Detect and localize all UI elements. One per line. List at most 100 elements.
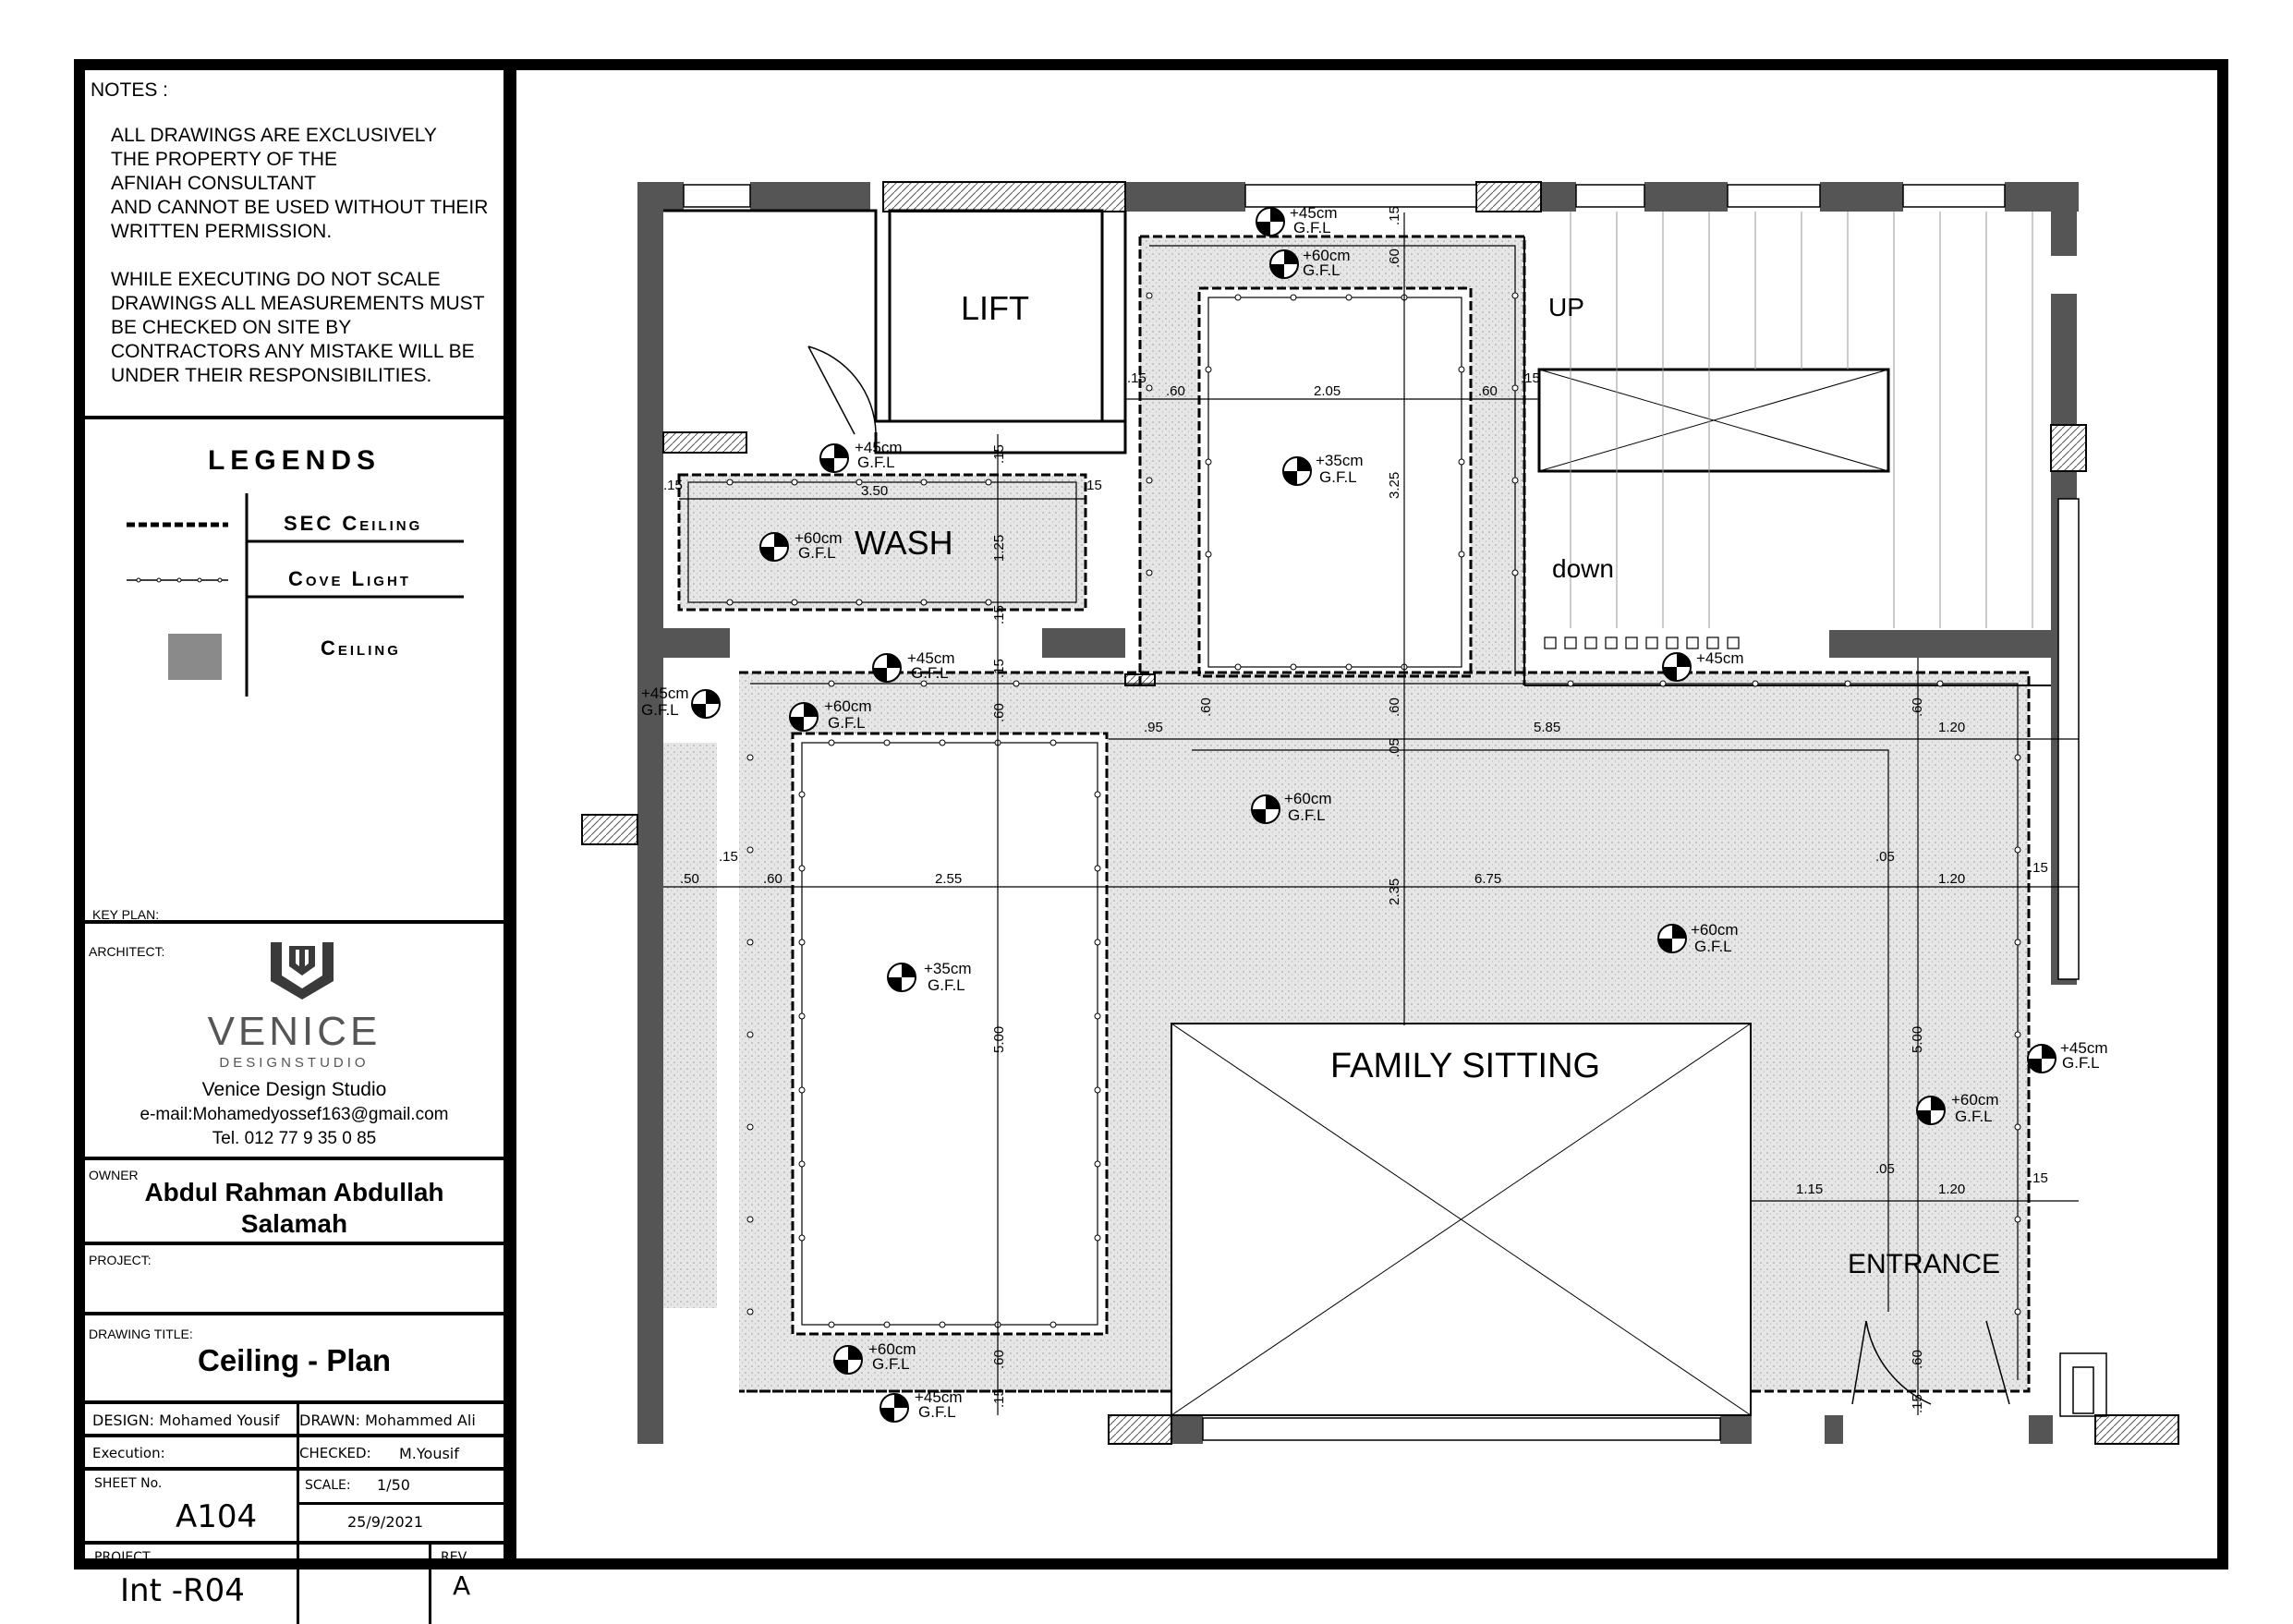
level-gfl: G.F.L xyxy=(828,714,866,732)
dim-5-85: 5.85 xyxy=(1534,720,1560,735)
architect-label: ARCHITECT: xyxy=(89,944,165,959)
logo-text: VENICE xyxy=(207,1009,382,1054)
owner-section: OWNER Abdul Rahman Abdullah Salamah xyxy=(85,1160,503,1245)
scale-label: SCALE: xyxy=(305,1478,351,1493)
stair-down: down xyxy=(1552,554,1614,583)
hatched-walls xyxy=(581,181,2179,1445)
dim-50: .50 xyxy=(680,871,699,887)
architect-name: Venice Design Studio xyxy=(201,1079,387,1100)
dim-15: .15 xyxy=(663,478,683,493)
legends-title: LEGENDS xyxy=(207,445,382,476)
dim-2-55: 2.55 xyxy=(935,871,962,887)
dim-1-20: 1.20 xyxy=(1938,1182,1965,1197)
dim-60: .60 xyxy=(1198,697,1214,717)
notes-title: NOTES : xyxy=(91,79,169,101)
dim-60: .60 xyxy=(1387,248,1402,268)
dim-3-25: 3.25 xyxy=(1387,472,1402,499)
project-code-row: PROJECT Int -R04 REV. A xyxy=(85,1545,503,1624)
level-gfl: G.F.L xyxy=(872,1355,910,1373)
stair-treads xyxy=(1570,212,2033,628)
level-45cm: +45cm xyxy=(641,685,689,702)
level-45cm: +45cm xyxy=(907,649,955,667)
level-markers xyxy=(691,207,2056,1423)
level-gfl: G.F.L xyxy=(1955,1108,1993,1125)
level-35cm: +35cm xyxy=(924,960,972,977)
design-info: DESIGN: Mohamed Yousif xyxy=(92,1412,280,1429)
level-60cm: +60cm xyxy=(824,697,872,715)
room-entrance: ENTRANCE xyxy=(1848,1249,2000,1279)
level-45cm: +45cm xyxy=(855,439,903,456)
level-60cm: +60cm xyxy=(1691,921,1739,939)
drawn-info: DRAWN: Mohammed Ali xyxy=(299,1412,476,1429)
dim-5-00: 5.00 xyxy=(1910,1026,1925,1053)
dim-05: .05 xyxy=(1875,1161,1895,1177)
architect-email: e-mail:Mohamedyossef163@gmail.com xyxy=(140,1105,449,1124)
level-gfl: G.F.L xyxy=(911,664,949,682)
dim-60: .60 xyxy=(1166,383,1185,399)
architect-section: ARCHITECT: VENICE DESIGNSTUDIO Venice De… xyxy=(85,924,503,1160)
level-35cm: +35cm xyxy=(1316,452,1364,469)
rev-value: A xyxy=(453,1570,471,1601)
inner-walls xyxy=(663,209,2051,1416)
legend-ceiling: Ceiling xyxy=(321,636,401,660)
dim-15: .15 xyxy=(2029,1170,2048,1186)
level-gfl: G.F.L xyxy=(1694,938,1732,955)
dim-60: .60 xyxy=(1910,1350,1925,1369)
drawing-title-section: DRAWING TITLE: Ceiling - Plan xyxy=(85,1315,503,1404)
dim-15: .15 xyxy=(1127,370,1146,386)
dim-60: .60 xyxy=(763,871,783,887)
cove-light-lines xyxy=(687,245,2019,1380)
level-gfl: G.F.L xyxy=(918,1403,956,1421)
dim-15: .15 xyxy=(991,605,1007,624)
level-texts: +45cm G.F.L +60cm G.F.L +45cm G.F.L +60c… xyxy=(641,204,2108,1421)
dim-60: .60 xyxy=(991,703,1007,722)
dim-15: .15 xyxy=(1387,206,1402,225)
legend-sec-ceiling: SEC Ceiling xyxy=(284,512,423,535)
dim-2-35: 2.35 xyxy=(1387,879,1402,905)
level-gfl: G.F.L xyxy=(1293,219,1331,236)
dim-1-20: 1.20 xyxy=(1938,871,1965,887)
dim-15: .15 xyxy=(719,849,738,865)
dim-60: .60 xyxy=(991,1350,1007,1369)
dim-1-25: 1.25 xyxy=(991,535,1007,562)
architect-tel: Tel. 012 77 9 35 0 85 xyxy=(212,1129,377,1148)
dim-95: .95 xyxy=(1144,720,1163,735)
legend-symbols xyxy=(127,493,464,697)
dim-60: .60 xyxy=(1387,697,1402,717)
level-gfl: G.F.L xyxy=(857,454,895,471)
rev-label: REV. xyxy=(441,1550,469,1565)
dim-15: .15 xyxy=(1521,370,1540,386)
windows xyxy=(683,184,2080,1441)
sec-ceiling-lines xyxy=(677,235,2031,1393)
dim-2-05: 2.05 xyxy=(1314,383,1341,399)
notes-section: NOTES : ALL DRAWINGS ARE EXCLUSIVELY THE… xyxy=(85,70,503,419)
dimension-texts: 2.05 .60 .60 .15 .15 3.50 .15 .15 .95 5.… xyxy=(663,206,2048,1413)
level-45cm: +45cm xyxy=(1290,204,1338,222)
ceiling-symbol xyxy=(168,634,222,680)
level-gfl: G.F.L xyxy=(641,701,679,719)
room-lift: LIFT xyxy=(961,289,1029,327)
level-gfl: G.F.L xyxy=(1288,806,1326,824)
level-gfl: G.F.L xyxy=(1319,468,1357,486)
title-block: NOTES : ALL DRAWINGS ARE EXCLUSIVELY THE… xyxy=(85,70,503,1624)
legends-section: LEGENDS SEC Ceiling Cove Light Ceiling K… xyxy=(85,419,503,924)
logo-subtext: DESIGNSTUDIO xyxy=(219,1055,370,1071)
stair-up: UP xyxy=(1548,293,1584,321)
dim-15: .15 xyxy=(1910,1394,1925,1413)
dim-15: .15 xyxy=(991,659,1007,678)
ceiling-plan: LIFT WASH UP down FAMILY SITTING ENTRANC… xyxy=(581,181,2179,1445)
scale-value: 1/50 xyxy=(377,1476,410,1494)
doors xyxy=(807,345,2107,1417)
dim-15: .15 xyxy=(2029,860,2048,876)
dim-5-00: 5.00 xyxy=(991,1026,1007,1053)
dim-15: .15 xyxy=(991,444,1007,464)
sheet-row: SHEET No. A104 SCALE: 1/50 25/9/2021 xyxy=(85,1471,503,1545)
dim-1-15: 1.15 xyxy=(1796,1182,1823,1197)
titleblock-divider xyxy=(503,59,516,1569)
owner-label: OWNER xyxy=(89,1168,139,1182)
cove-light-dots xyxy=(726,292,2021,1328)
room-family-sitting: FAMILY SITTING xyxy=(1330,1047,1600,1085)
project-code: Int -R04 xyxy=(120,1572,245,1609)
level-60cm: +60cm xyxy=(1951,1091,1999,1109)
stair-step-marks xyxy=(1544,636,1740,649)
